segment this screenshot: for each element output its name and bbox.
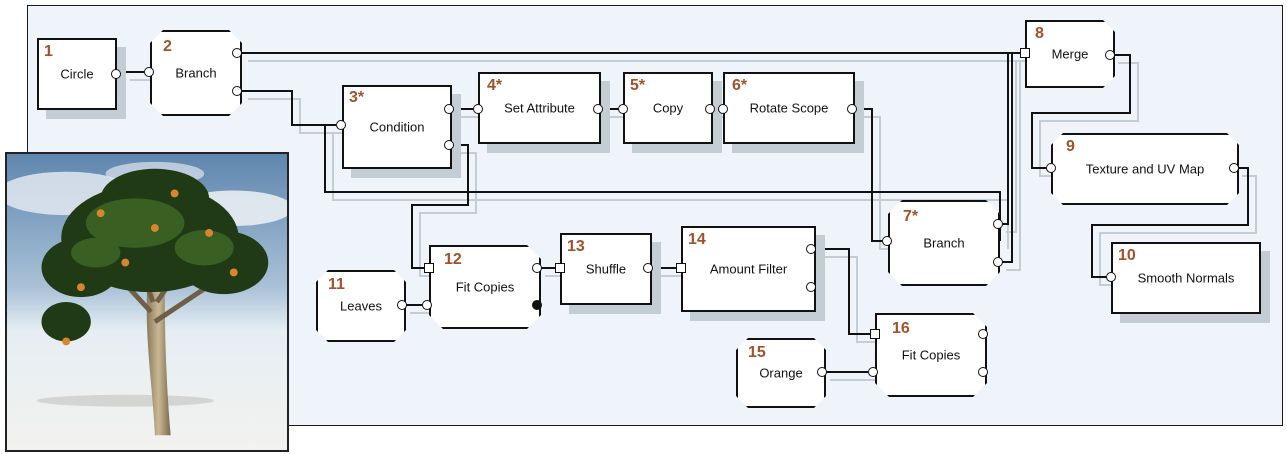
input-port[interactable] (422, 300, 432, 310)
node-fit-copies-2[interactable]: 16 Fit Copies (875, 313, 987, 397)
node-number: 8 (1035, 25, 1044, 42)
output-port[interactable] (1229, 163, 1239, 173)
node-label: Texture and UV Map (1085, 161, 1205, 177)
node-number: 10 (1118, 247, 1136, 264)
node-leaves[interactable]: 11 Leaves (316, 270, 406, 342)
node-number: 16 (892, 320, 910, 337)
input-port[interactable] (868, 367, 878, 377)
node-number: 6* (732, 77, 748, 94)
node-number: 4* (487, 77, 503, 94)
output-port[interactable] (444, 140, 454, 150)
node-circle[interactable]: 1 Circle (37, 38, 121, 110)
output-port[interactable] (532, 263, 542, 273)
node-number: 7* (903, 208, 919, 225)
node-label: Shuffle (585, 261, 627, 277)
node-branch[interactable]: 2 Branch (150, 30, 242, 116)
output-port[interactable] (978, 329, 988, 339)
node-label: Merge (1051, 46, 1089, 62)
node-merge[interactable]: 8 Merge (1025, 20, 1115, 88)
node-number: 13 (567, 238, 585, 255)
input-port[interactable] (1046, 163, 1056, 173)
output-port[interactable] (444, 104, 454, 114)
output-port[interactable] (806, 282, 816, 292)
output-port[interactable] (806, 244, 816, 254)
node-label: Branch (175, 65, 217, 81)
node-number: 5* (630, 77, 646, 94)
node-label: Fit Copies (901, 347, 961, 363)
node-number: 3* (349, 89, 365, 106)
input-port[interactable] (424, 263, 434, 273)
node-label: Leaves (340, 298, 382, 314)
output-port[interactable] (232, 48, 242, 58)
input-port[interactable] (618, 104, 628, 114)
node-set-attribute[interactable]: 4* Set Attribute (478, 72, 601, 144)
node-number: 1 (44, 43, 53, 60)
node-copy[interactable]: 5* Copy (623, 72, 713, 144)
input-port[interactable] (718, 104, 728, 114)
node-number: 14 (688, 231, 706, 248)
node-branch-2[interactable]: 7* Branch (888, 200, 1000, 286)
node-rotate-scope[interactable]: 6* Rotate Scope (723, 72, 855, 144)
input-port[interactable] (1106, 272, 1116, 282)
node-number: 15 (748, 344, 766, 361)
node-label: Smooth Normals (1137, 270, 1235, 286)
output-port[interactable] (993, 257, 1003, 267)
node-label: Orange (759, 365, 803, 381)
node-condition[interactable]: 3* Condition (342, 85, 452, 169)
output-port[interactable] (643, 263, 653, 273)
node-texture-uv-map[interactable]: 9 Texture and UV Map (1051, 133, 1239, 205)
node-label: Condition (369, 119, 425, 135)
input-port[interactable] (144, 67, 154, 77)
tree-render-preview (5, 152, 289, 452)
node-orange[interactable]: 15 Orange (736, 338, 826, 408)
output-port[interactable] (993, 219, 1003, 229)
output-port[interactable] (397, 300, 407, 310)
output-port[interactable] (532, 300, 542, 310)
input-port[interactable] (336, 120, 346, 130)
node-label: Branch (923, 235, 965, 251)
output-port[interactable] (705, 104, 715, 114)
input-port[interactable] (1020, 48, 1030, 58)
input-port[interactable] (676, 263, 686, 273)
node-label: Circle (60, 66, 94, 82)
input-port[interactable] (882, 236, 892, 246)
output-port[interactable] (593, 104, 603, 114)
output-port[interactable] (978, 367, 988, 377)
node-label: Amount Filter (709, 261, 788, 277)
input-port[interactable] (870, 329, 880, 339)
node-amount-filter[interactable]: 14 Amount Filter (681, 226, 816, 312)
output-port[interactable] (232, 86, 242, 96)
node-label: Copy (652, 100, 684, 116)
node-number: 2 (163, 38, 172, 55)
output-port[interactable] (847, 104, 857, 114)
node-label: Fit Copies (455, 279, 515, 295)
input-port[interactable] (473, 104, 483, 114)
input-port[interactable] (555, 263, 565, 273)
node-number: 12 (444, 251, 462, 268)
node-label: Rotate Scope (749, 100, 829, 116)
node-number: 11 (328, 276, 345, 293)
node-smooth-normals[interactable]: 10 Smooth Normals (1111, 242, 1261, 314)
output-port[interactable] (1105, 50, 1115, 60)
node-fit-copies[interactable]: 12 Fit Copies (429, 245, 541, 329)
node-number: 9 (1066, 138, 1075, 155)
node-label: Set Attribute (504, 100, 575, 116)
output-port[interactable] (111, 69, 121, 79)
output-port[interactable] (817, 367, 827, 377)
node-shuffle[interactable]: 13 Shuffle (560, 233, 652, 305)
